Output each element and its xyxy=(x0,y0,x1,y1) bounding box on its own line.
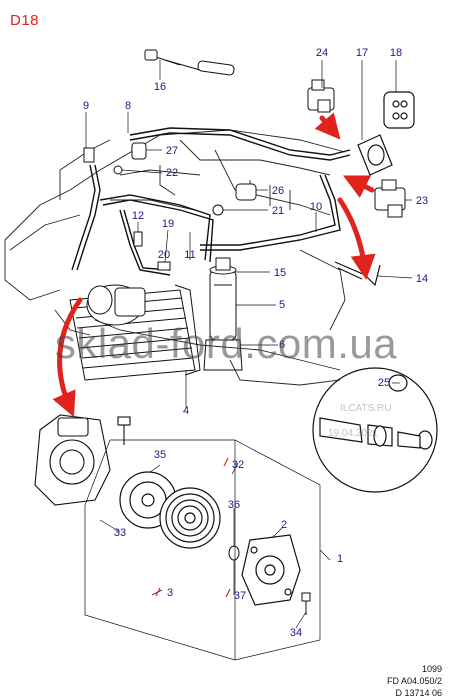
callout-26: 26 xyxy=(272,185,284,197)
seal-17 xyxy=(357,134,393,176)
footer-line-1: 1099 xyxy=(421,664,442,674)
footer-line-2: FD A04.050/2 xyxy=(386,676,442,686)
callout-35: 35 xyxy=(154,449,166,461)
callout-2: 2 xyxy=(281,519,287,531)
callout-4: 4 xyxy=(183,405,189,417)
callout-34: 34 xyxy=(290,627,302,639)
callout-14: 14 xyxy=(416,273,428,285)
callout-19: 19 xyxy=(162,218,174,230)
compressor-installed xyxy=(86,284,146,326)
leader-lines xyxy=(85,60,413,629)
callout-11: 11 xyxy=(184,249,195,261)
callout-17: 17 xyxy=(356,47,368,59)
callout-23: 23 xyxy=(416,195,428,207)
callout-24: 24 xyxy=(316,47,328,59)
cover-18 xyxy=(383,91,415,129)
callout-21: 21 xyxy=(272,205,284,217)
exploded-compressor xyxy=(34,414,131,506)
torque-marks xyxy=(155,457,231,598)
watermark-ilcats: ILCATS.RU xyxy=(340,403,392,414)
small-ring-36 xyxy=(228,545,240,561)
callout-20: 20 xyxy=(158,249,170,261)
pressure-switch-16 xyxy=(144,49,235,76)
callout-22: 22 xyxy=(166,167,178,179)
red-arrows xyxy=(52,112,376,418)
callout-27: 27 xyxy=(166,145,178,157)
callout-12: 12 xyxy=(132,210,144,222)
detail-inset-25 xyxy=(312,367,438,493)
callout-9: 9 xyxy=(83,100,89,112)
callout-6: 6 xyxy=(279,339,285,351)
callout-15: 15 xyxy=(274,267,286,279)
callout-10: 10 xyxy=(310,201,322,213)
callout-36: 36 xyxy=(228,499,240,511)
callout-33: 33 xyxy=(114,527,126,539)
ac-hoses xyxy=(71,127,351,276)
watermark-site: sklad-ford.com.ua xyxy=(54,320,398,367)
field-coil-2 xyxy=(241,534,301,606)
callout-16: 16 xyxy=(154,81,166,93)
callout-5: 5 xyxy=(279,299,285,311)
footer-line-3: D 13714 06 xyxy=(395,688,442,698)
block-23 xyxy=(374,179,406,218)
callout-25: 25 xyxy=(378,377,390,389)
watermark-date: 19.04.2021 xyxy=(328,428,379,439)
callout-1: 1 xyxy=(337,553,343,565)
pulley xyxy=(159,487,221,549)
callout-18: 18 xyxy=(390,47,402,59)
callout-37: 37 xyxy=(234,590,246,602)
bolt-34 xyxy=(301,592,311,615)
small-parts xyxy=(83,142,257,271)
exploded-frame xyxy=(84,439,321,661)
callout-3: 3 xyxy=(167,587,173,599)
receiver-drier xyxy=(203,257,243,371)
callout-8: 8 xyxy=(125,100,131,112)
engine-bay-outline xyxy=(4,129,346,386)
connector-24 xyxy=(307,79,335,113)
sheet-code: D18 xyxy=(10,12,40,29)
callout-32: 32 xyxy=(232,459,244,471)
